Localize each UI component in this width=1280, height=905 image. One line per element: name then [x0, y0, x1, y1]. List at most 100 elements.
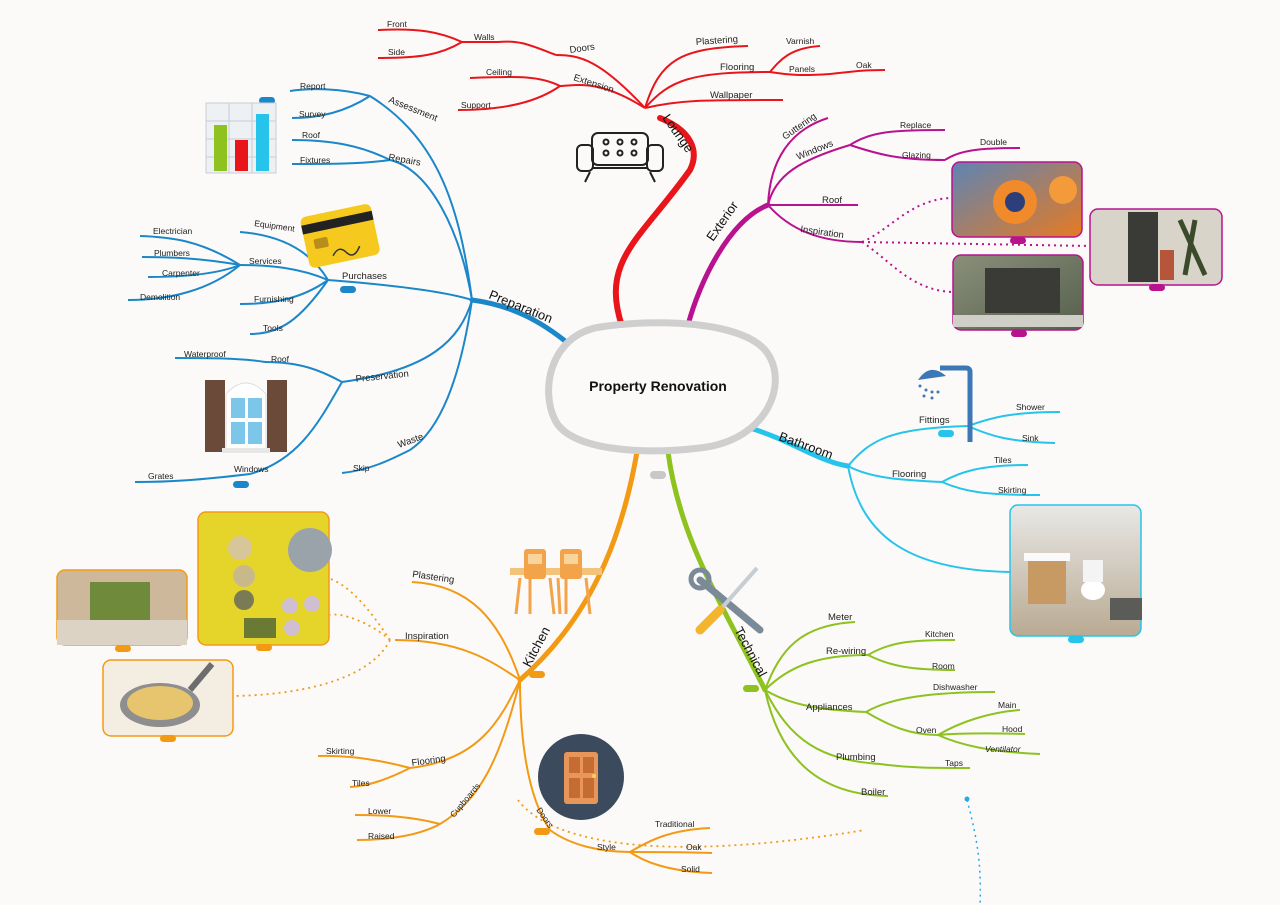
kitchen-note-badges[interactable] [529, 671, 550, 835]
preparation-branches [127, 88, 473, 483]
technical-hood: Hood [1002, 724, 1023, 734]
kitchen-inspiration: Inspiration [405, 631, 449, 642]
preparation-trunk [469, 297, 573, 348]
kitchen-tiles: Tiles [352, 778, 370, 788]
exterior-replace: Replace [900, 120, 931, 130]
preparation-windows: Windows [234, 464, 268, 474]
bar-chart-icon [205, 102, 277, 174]
preparation-roof-2: Roof [271, 354, 290, 364]
tools-icon [688, 566, 764, 635]
preparation-assessment: Assessment [387, 95, 439, 125]
bathroom-sink: Sink [1022, 433, 1039, 443]
technical-rewiring: Re-wiring [826, 646, 866, 657]
technical-note-badge[interactable] [743, 685, 759, 692]
preparation-purchases: Purchases [342, 271, 387, 282]
lounge-trunk [612, 115, 697, 329]
bathroom-skirting: Skirting [998, 485, 1027, 495]
relationship-line[interactable] [966, 799, 982, 905]
kitchen-cupboards: Cupboards [448, 781, 482, 819]
preparation-report: Report [300, 81, 326, 91]
technical-taps: Taps [945, 758, 963, 768]
kitchen-lower: Lower [368, 806, 391, 816]
exterior-guttering: Guttering [780, 111, 818, 142]
kitchen-flooring: Flooring [411, 753, 447, 769]
preparation-waste: Waste [396, 431, 425, 450]
exterior-inspiration: Inspiration [800, 224, 845, 241]
preparation-skip: Skip [353, 463, 370, 473]
dining-chairs-icon [510, 549, 602, 615]
preparation-survey: Survey [299, 109, 326, 119]
technical-room: Room [932, 661, 955, 671]
technical-label[interactable]: Technical [731, 624, 770, 679]
door-icon [538, 734, 624, 820]
preparation-services: Services [249, 256, 282, 266]
kitchen-solid: Solid [681, 864, 700, 874]
lounge-varnish: Varnish [786, 36, 814, 46]
technical-dishwasher: Dishwasher [933, 682, 978, 692]
technical-meter: Meter [828, 612, 852, 623]
preparation-grates: Grates [148, 471, 174, 481]
technical-appliances: Appliances [806, 702, 853, 713]
bathroom-image-badge[interactable] [1068, 636, 1084, 643]
lounge-branches [377, 28, 886, 111]
kitchen-traditional: Traditional [655, 819, 694, 829]
relationship-endpoint[interactable] [964, 796, 970, 802]
noodle-pan-image[interactable] [102, 659, 234, 737]
bathroom-tiles: Tiles [994, 455, 1012, 465]
lounge-doors: Doors [569, 42, 596, 56]
exterior-roof: Roof [822, 195, 842, 206]
bathroom-trunk [747, 425, 851, 469]
kitchen-image-badges[interactable] [115, 644, 272, 742]
house-exterior-image[interactable] [952, 254, 1084, 331]
preparation-waterproof: Waterproof [184, 349, 226, 359]
lounge-walls: Walls [474, 32, 494, 42]
exterior-inspiration-links [861, 197, 1091, 293]
preparation-demolition: Demolition [140, 292, 180, 302]
exterior-windows: Windows [795, 138, 835, 163]
bathroom-flooring: Flooring [892, 469, 926, 480]
credit-card-icon [300, 204, 380, 268]
kitchen-label[interactable]: Kitchen [519, 624, 553, 669]
bathroom-image[interactable] [1009, 504, 1142, 637]
central-note-badge[interactable] [650, 471, 666, 479]
preparation-roof: Roof [302, 130, 321, 140]
lounge-label[interactable]: Lounge [660, 111, 697, 155]
preparation-note-badges[interactable] [233, 97, 356, 488]
preparation-furnishing: Furnishing [254, 294, 294, 304]
lounge-oak: Oak [856, 60, 872, 70]
lounge-ceiling: Ceiling [486, 67, 512, 77]
preparation-equipment: Equipment [254, 218, 296, 234]
technical-plumbing: Plumbing [836, 752, 876, 763]
preparation-fixtures: Fixtures [300, 155, 330, 165]
central-topic-label: Property Renovation [589, 378, 727, 394]
technical-boiler: Boiler [861, 787, 885, 798]
bathroom-fittings: Fittings [919, 415, 950, 426]
lounge-flooring: Flooring [720, 62, 754, 73]
window-shutters-icon [205, 380, 287, 453]
kitchen-raised: Raised [368, 831, 395, 841]
technical-oven: Oven [916, 725, 937, 735]
shower-icon [918, 365, 973, 442]
exterior-image-badges[interactable] [1010, 237, 1165, 337]
bathroom-label[interactable]: Bathroom [777, 429, 835, 462]
fittings-note-badge[interactable] [938, 430, 954, 437]
lounge-wallpaper: Wallpaper [710, 90, 752, 101]
technical-kitchen: Kitchen [925, 629, 954, 639]
lounge-plastering: Plastering [695, 34, 738, 48]
kitchen-style: Style [597, 842, 616, 852]
kitchen-skirting: Skirting [326, 746, 355, 756]
sofa-icon [576, 132, 664, 183]
exterior-label[interactable]: Exterior [703, 198, 741, 244]
technical-main: Main [998, 700, 1017, 710]
preparation-plumbers: Plumbers [154, 248, 190, 258]
lounge-support: Support [461, 100, 491, 110]
lounge-side: Side [388, 47, 405, 57]
spices-image[interactable] [197, 511, 332, 646]
kitchen-branches [317, 581, 713, 874]
kitchen-interior-image[interactable] [56, 569, 188, 646]
flower-image[interactable] [951, 161, 1083, 238]
preparation-electrician: Electrician [153, 226, 192, 236]
garden-tools-image[interactable] [1089, 208, 1223, 286]
central-topic[interactable]: Property Renovation [545, 319, 779, 455]
